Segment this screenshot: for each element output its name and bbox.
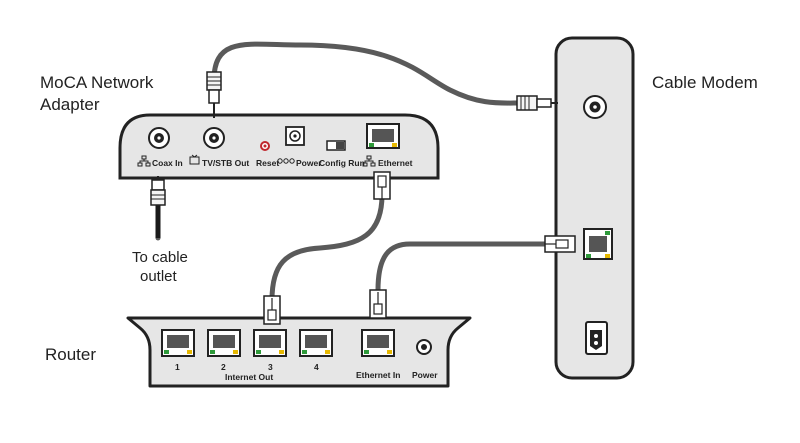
ethernet-plug-moca <box>373 171 391 200</box>
coax-connector-moca-top <box>206 71 222 118</box>
ethernet-in-label: Ethernet In <box>356 370 400 380</box>
ethernet-port-icon <box>299 329 333 357</box>
coax-port-icon <box>148 127 170 149</box>
power-jack-icon <box>416 339 432 355</box>
to-cable-outlet-line1: To cable <box>132 249 188 266</box>
power-socket-icon <box>585 321 608 355</box>
coax-connector-modem <box>516 95 558 111</box>
ethernet-plug-modem <box>544 235 576 253</box>
ethernet-port-icon <box>361 329 395 357</box>
coax-port-icon <box>583 95 607 119</box>
router-label: Router <box>45 345 96 364</box>
router: 1 2 3 4 Internet Out Ethernet In Power <box>126 316 472 388</box>
coax-port-icon <box>203 127 225 149</box>
router-port-2-label: 2 <box>221 362 226 372</box>
ethernet-port-icon <box>253 329 287 357</box>
moca-adapter: Coax In TV/STB Out Reset Power Config Ru… <box>118 113 440 180</box>
coax-in-label: Coax In <box>152 158 183 168</box>
power-jack-icon <box>285 126 305 146</box>
moca-label-line1: MoCA Network <box>40 73 154 92</box>
tv-stb-out-label: TV/STB Out <box>202 158 249 168</box>
cable-modem-label: Cable Modem <box>652 73 758 92</box>
moca-label-line2: Adapter <box>40 95 100 114</box>
ethernet-label: Ethernet <box>378 158 413 168</box>
network-icon <box>362 155 376 167</box>
reset-label: Reset <box>256 158 279 168</box>
ethernet-port-icon <box>366 123 400 149</box>
router-power-label: Power <box>412 370 438 380</box>
router-port-1-label: 1 <box>175 362 180 372</box>
router-port-3-label: 3 <box>268 362 273 372</box>
cable-modem <box>554 36 635 380</box>
cable-modem-body <box>554 36 635 380</box>
router-port-4-label: 4 <box>314 362 319 372</box>
coax-connector-moca-bottom <box>150 176 166 206</box>
power-symbol-icon <box>277 158 295 164</box>
internet-out-label: Internet Out <box>225 372 273 382</box>
ethernet-port-icon <box>161 329 195 357</box>
ethernet-port-icon <box>583 228 613 260</box>
ethernet-cable-moca-to-router <box>269 192 385 303</box>
network-icon <box>137 155 151 167</box>
ethernet-cable-modem-to-router <box>375 241 549 293</box>
config-run-label: Config Run <box>319 158 365 168</box>
ethernet-plug-router-ethernet-in <box>369 289 387 319</box>
reset-button-icon <box>260 141 270 151</box>
power-label: Power <box>296 158 322 168</box>
coax-cable-moca-to-modem <box>211 41 523 106</box>
tv-icon <box>189 154 200 165</box>
config-run-switch-icon <box>326 140 346 151</box>
ethernet-port-icon <box>207 329 241 357</box>
to-cable-outlet-line2: outlet <box>140 268 178 285</box>
ethernet-plug-router-port3 <box>263 295 281 325</box>
